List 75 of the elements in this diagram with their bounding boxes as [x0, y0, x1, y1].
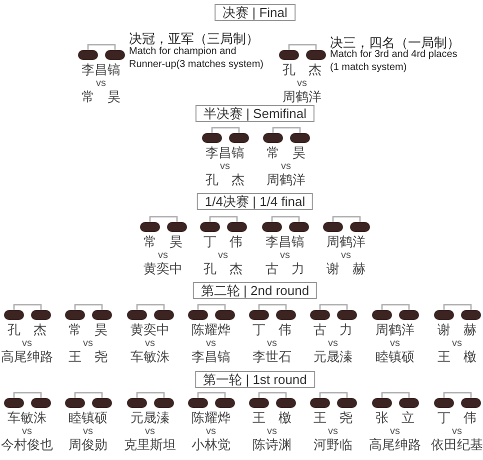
- versus-label: vs: [83, 426, 93, 437]
- player-name: 常 昊: [143, 235, 183, 249]
- player-name: 小林觉: [192, 438, 230, 452]
- versus-label: vs: [22, 338, 32, 349]
- round-header: 1/4决赛 | 1/4 final: [196, 193, 314, 210]
- versus-label: vs: [281, 161, 291, 172]
- player-name: 常 昊: [81, 90, 121, 104]
- versus-label: vs: [206, 426, 216, 437]
- versus-label: vs: [328, 426, 338, 437]
- player-name: 周鹤洋: [326, 235, 366, 249]
- player-name: 常 昊: [68, 323, 108, 337]
- player-name: 睦镇硕: [376, 350, 414, 364]
- player-name: 李昌镐: [266, 235, 304, 249]
- player-name: 黄奕中: [130, 323, 170, 337]
- player-name: 河野临: [314, 438, 352, 452]
- player-name: 常 昊: [266, 146, 306, 160]
- player-name: 古 力: [313, 323, 353, 337]
- versus-label: vs: [206, 338, 216, 349]
- player-name: 高尾绅路: [1, 350, 53, 364]
- versus-label: vs: [341, 250, 351, 261]
- versus-label: vs: [145, 426, 155, 437]
- player-name: 车敏洙: [130, 350, 170, 364]
- player-name: 王 尧: [68, 350, 108, 364]
- player-name: 丁 伟: [437, 411, 477, 425]
- versus-label: vs: [83, 338, 93, 349]
- match-format-note: 决冠，亚军（三局制）: [129, 31, 259, 46]
- player-name: 元晟溱: [314, 350, 352, 364]
- player-name: 王 檄: [252, 411, 292, 425]
- player-name: 睦镇硕: [68, 411, 108, 425]
- player-name: 张 立: [375, 411, 415, 425]
- player-name: 丁 伟: [203, 235, 243, 249]
- player-name: 陈耀烨: [192, 323, 230, 337]
- round-header: 第二轮 | 2nd round: [192, 282, 318, 299]
- player-name: 周鹤洋: [376, 323, 414, 337]
- match-format-note: 决三，四名（一局制）: [330, 35, 460, 50]
- versus-label: vs: [220, 161, 230, 172]
- player-name: 陈耀烨: [192, 411, 230, 425]
- versus-label: vs: [452, 426, 462, 437]
- versus-label: vs: [280, 250, 290, 261]
- player-name: 丁 伟: [252, 323, 292, 337]
- versus-label: vs: [328, 338, 338, 349]
- versus-label: vs: [297, 78, 307, 89]
- versus-label: vs: [452, 338, 462, 349]
- player-name: 克里斯坦: [124, 438, 176, 452]
- player-name: 依田纪基: [431, 438, 483, 452]
- player-name: 陈诗渊: [252, 438, 292, 452]
- match-format-note: Match for champion and Runner-up(3 matches system): [129, 46, 264, 71]
- player-name: 王 檄: [437, 350, 477, 364]
- versus-label: vs: [22, 426, 32, 437]
- player-name: 谢 赫: [437, 323, 477, 337]
- player-name: 王 尧: [313, 411, 353, 425]
- versus-label: vs: [390, 426, 400, 437]
- player-name: 黄奕中: [144, 262, 182, 276]
- player-name: 谢 赫: [326, 262, 366, 276]
- player-name: 高尾绅路: [369, 438, 421, 452]
- player-name: 孔 杰: [7, 323, 47, 337]
- player-name: 元晟溱: [130, 411, 170, 425]
- match-format-note: Match for 3rd and 4rd places (1 match system): [330, 49, 458, 74]
- player-name: 古 力: [265, 262, 305, 276]
- versus-label: vs: [218, 250, 228, 261]
- versus-label: vs: [267, 338, 277, 349]
- round-header: 半决赛 | Semifinal: [195, 105, 315, 122]
- player-name: 李昌镐: [82, 63, 120, 77]
- round-header: 第一轮 | 1st round: [195, 371, 315, 388]
- versus-label: vs: [390, 338, 400, 349]
- player-name: 李昌镐: [206, 146, 244, 160]
- versus-label: vs: [145, 338, 155, 349]
- versus-label: vs: [96, 78, 106, 89]
- player-name: 车敏洙: [8, 411, 46, 425]
- player-name: 孔 杰: [282, 63, 322, 77]
- versus-label: vs: [267, 426, 277, 437]
- player-name: 今村俊也: [1, 438, 53, 452]
- versus-label: vs: [158, 250, 168, 261]
- player-name: 周俊勋: [68, 438, 108, 452]
- round-header: 决赛 | Final: [214, 4, 296, 21]
